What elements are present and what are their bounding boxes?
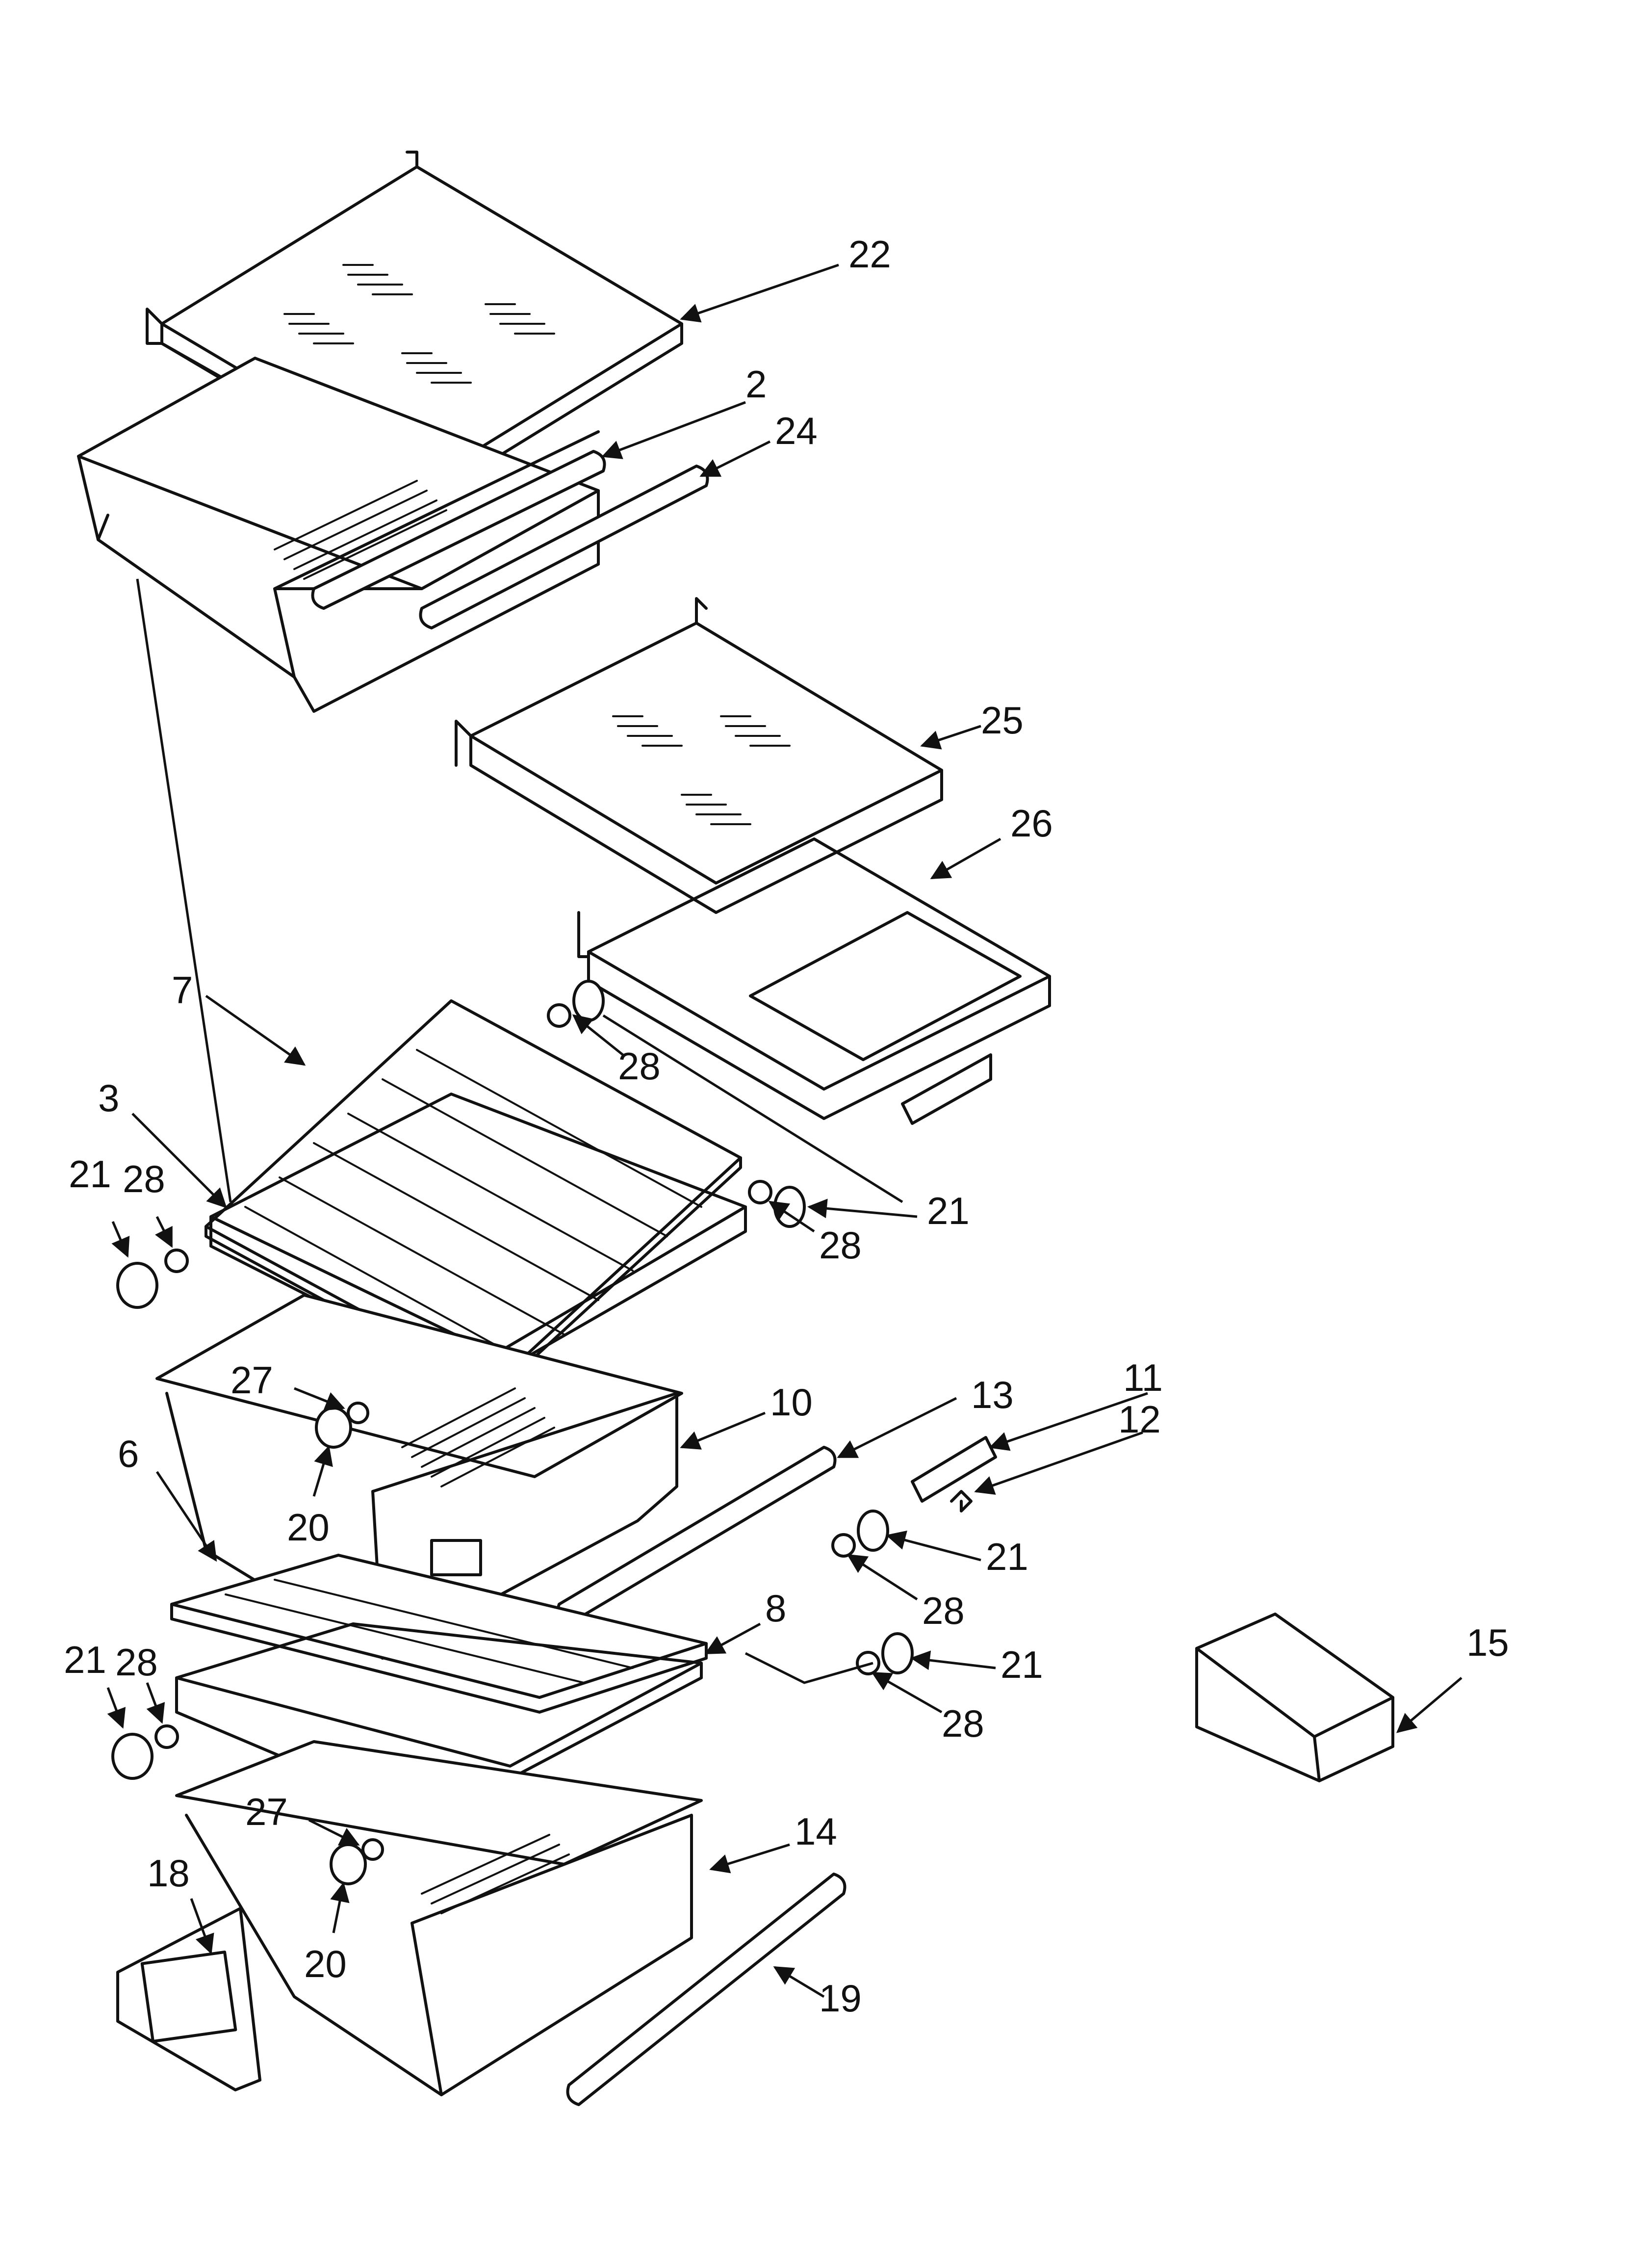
callout-28-right: 28 bbox=[819, 1224, 862, 1267]
callout-2: 2 bbox=[745, 363, 767, 406]
callout-21-left: 21 bbox=[69, 1152, 111, 1196]
leader-2 bbox=[601, 401, 746, 459]
leader-25 bbox=[920, 725, 981, 750]
leader-24 bbox=[699, 440, 771, 477]
leader-27-b bbox=[308, 1819, 360, 1846]
leader-7 bbox=[205, 994, 306, 1066]
leader-21-e bbox=[106, 1687, 126, 1729]
leader-bracket-8 bbox=[744, 1652, 873, 1684]
callout-3: 3 bbox=[98, 1076, 119, 1120]
callout-24: 24 bbox=[775, 409, 818, 452]
callout-6: 6 bbox=[118, 1432, 139, 1475]
callout-28-left: 28 bbox=[123, 1157, 165, 1200]
callout-13: 13 bbox=[971, 1373, 1014, 1416]
crisper-trim-part-13 bbox=[556, 1446, 837, 1625]
callout-7: 7 bbox=[172, 968, 193, 1012]
bottom-crisper-trim-part-19 bbox=[566, 1873, 847, 2106]
callout-11: 11 bbox=[1123, 1356, 1163, 1399]
leader-22 bbox=[680, 263, 839, 323]
callout-15: 15 bbox=[1466, 1621, 1509, 1664]
shelf-frame-part-26 bbox=[577, 837, 1051, 1125]
leader-28-right bbox=[768, 1200, 815, 1233]
leader-3 bbox=[131, 1113, 227, 1208]
leader-14 bbox=[709, 1843, 790, 1874]
callout-21-d: 21 bbox=[1001, 1643, 1043, 1686]
callout-14: 14 bbox=[795, 1810, 837, 1853]
leader-hidden bbox=[136, 578, 232, 1202]
callout-28-c: 28 bbox=[922, 1589, 965, 1632]
leader-10 bbox=[680, 1411, 766, 1450]
callout-22: 22 bbox=[848, 233, 891, 276]
callout-21-e: 21 bbox=[64, 1638, 106, 1681]
callout-28-e: 28 bbox=[115, 1641, 158, 1684]
callout-20-mid: 20 bbox=[287, 1506, 330, 1549]
dairy-bin-part-15 bbox=[1195, 1613, 1394, 1782]
leader-18 bbox=[190, 1898, 214, 1955]
leader-12 bbox=[974, 1431, 1143, 1495]
callout-18: 18 bbox=[147, 1851, 190, 1895]
callout-leaders bbox=[106, 263, 1462, 1998]
leader-15 bbox=[1396, 1677, 1462, 1733]
leader-28-top bbox=[572, 1014, 624, 1056]
callout-28-top: 28 bbox=[618, 1044, 661, 1088]
leader-13 bbox=[837, 1397, 957, 1459]
leader-20-b bbox=[330, 1882, 350, 1933]
callout-10: 10 bbox=[770, 1381, 813, 1424]
leader-28-c bbox=[847, 1554, 918, 1601]
leader-21-top bbox=[602, 1014, 903, 1203]
top-crisper-handle-part-2 bbox=[311, 450, 606, 610]
leader-21-c bbox=[886, 1530, 981, 1562]
callout-21-right: 21 bbox=[927, 1189, 970, 1232]
callout-27-mid: 27 bbox=[231, 1358, 273, 1402]
bottom-crisper-pan-part-14 bbox=[175, 1740, 703, 2096]
callout-25: 25 bbox=[981, 699, 1024, 742]
leader-8 bbox=[704, 1622, 761, 1655]
leader-21-right bbox=[807, 1199, 918, 1219]
callout-27-b: 27 bbox=[245, 1790, 288, 1833]
callout-26: 26 bbox=[1010, 802, 1053, 845]
glass-shelf-part-25 bbox=[455, 597, 943, 914]
callout-21-c: 21 bbox=[986, 1535, 1028, 1578]
slide-clip-part-12 bbox=[950, 1490, 973, 1512]
leader-26 bbox=[930, 837, 1001, 880]
label-card-part-18 bbox=[116, 1907, 261, 2091]
leader-21-d bbox=[910, 1650, 996, 1670]
leader-20-mid bbox=[312, 1445, 333, 1497]
leader-21-left bbox=[111, 1221, 130, 1258]
callout-labels: 22 2 24 25 26 7 28 3 21 28 21 28 27 10 1… bbox=[64, 233, 1509, 2020]
leader-11 bbox=[989, 1392, 1148, 1451]
leader-28-e bbox=[146, 1682, 165, 1724]
callout-8: 8 bbox=[765, 1587, 786, 1630]
shelf-support-hardware bbox=[111, 980, 914, 1885]
leader-19 bbox=[773, 1966, 825, 1998]
leader-28-d bbox=[871, 1671, 943, 1714]
callout-20-b: 20 bbox=[304, 1942, 347, 1985]
callout-28-d: 28 bbox=[942, 1702, 984, 1745]
slide-bracket-part-11 bbox=[911, 1436, 997, 1503]
callout-12: 12 bbox=[1118, 1398, 1161, 1441]
callout-19: 19 bbox=[819, 1977, 862, 2020]
leader-6 bbox=[155, 1471, 217, 1562]
leader-27-mid bbox=[294, 1387, 345, 1411]
leader-28-left bbox=[155, 1216, 173, 1248]
